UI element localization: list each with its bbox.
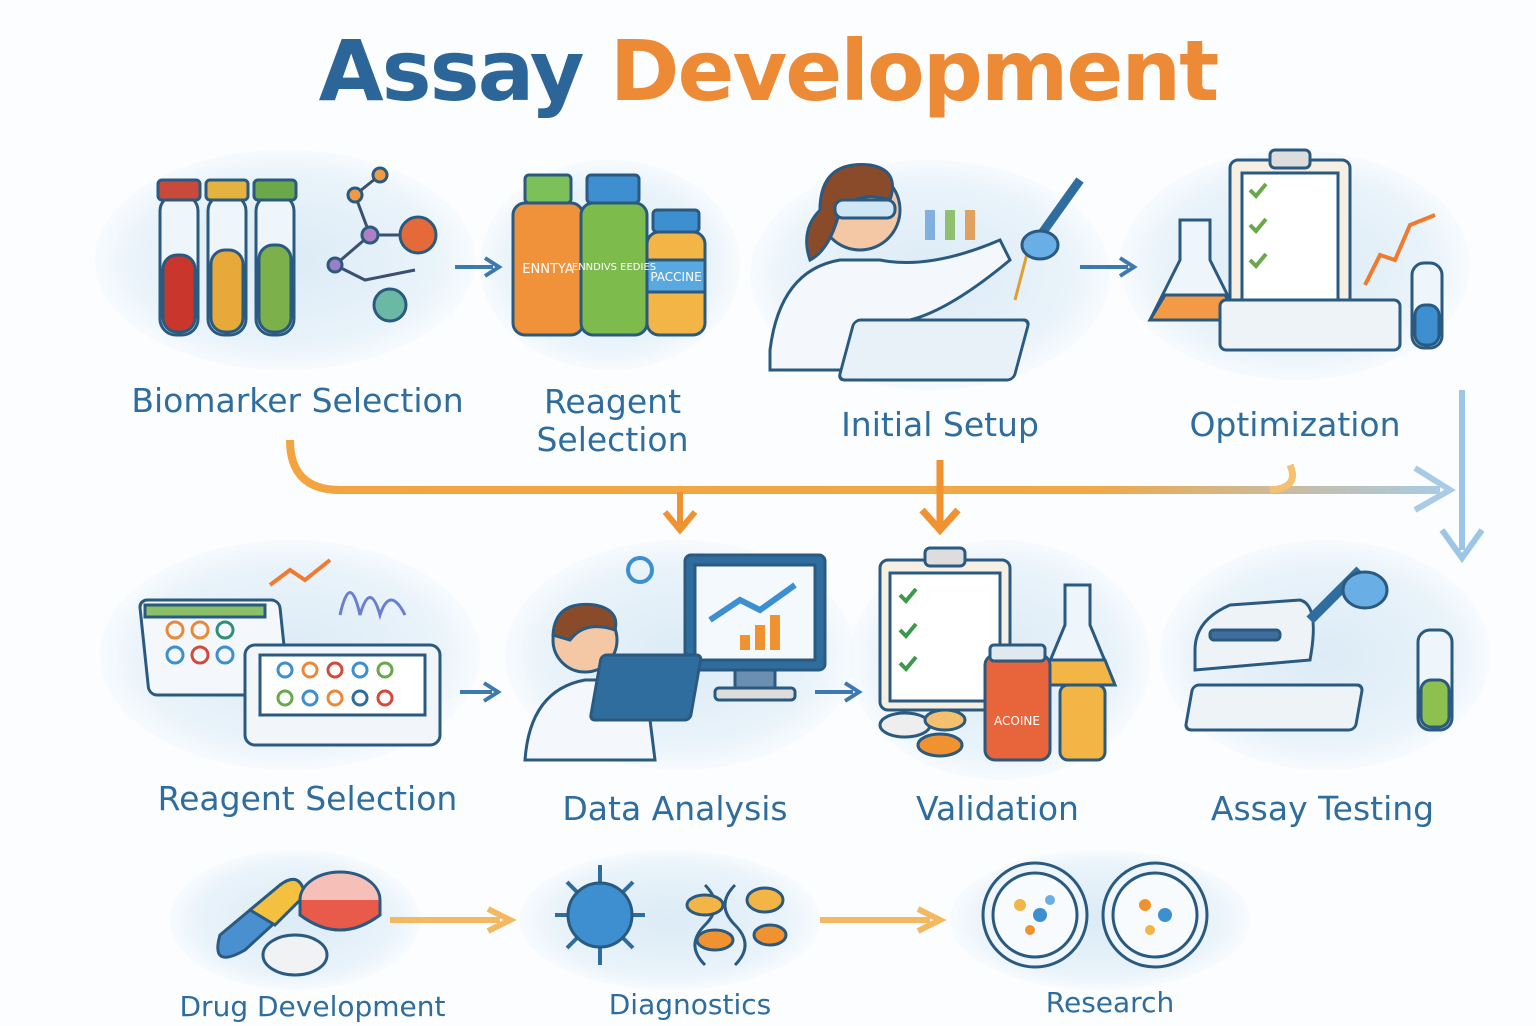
optimization-clipboard-flask-icon	[1147, 148, 1444, 352]
virus-dna-icon	[555, 865, 788, 967]
validation-clipboard-bottles-icon: ACOINE	[878, 546, 1118, 762]
arrow-down-icon	[919, 460, 961, 536]
step-label-reagent-selection-line1: Reagent	[543, 382, 682, 421]
petri-dishes-icon	[981, 861, 1209, 969]
application-label-diagnostics: Diagnostics	[608, 988, 772, 1021]
flow-connector	[286, 390, 1485, 564]
title-development: Development	[609, 22, 1220, 120]
bottle-label: PACCINE	[650, 270, 701, 284]
bottle-label: ENNDIVS EEDIES	[572, 262, 656, 273]
page-title: Assay Development	[0, 22, 1536, 120]
reagent-bottles-icon: ENNTYA ENNDIVS EEDIES PACCINE	[511, 173, 707, 337]
step-label-reagent-selection: Reagent Selection	[157, 779, 458, 818]
flow-line	[286, 439, 1440, 494]
step-label-biomarker-selection: Biomarker Selection	[131, 381, 464, 420]
step-label-optimization: Optimization	[1189, 405, 1401, 444]
data-analysis-computer-icon	[523, 553, 827, 762]
arrow-right-icon	[460, 681, 502, 703]
step-label-assay-testing: Assay Testing	[1210, 789, 1435, 828]
arrow-down-icon	[1439, 390, 1485, 564]
assay-testing-instrument-icon	[1184, 566, 1454, 732]
application-label-drug-development: Drug Development	[179, 990, 446, 1023]
pills-capsule-icon	[216, 870, 382, 977]
step-label-reagent-selection-line2: Selection	[536, 420, 689, 459]
plate-reader-tablet-icon	[138, 558, 442, 747]
step-label-initial-setup: Initial Setup	[841, 405, 1039, 444]
test-tubes-molecule-icon	[156, 166, 438, 337]
arrow-right-icon	[820, 906, 947, 934]
arrow-right-icon	[1413, 465, 1456, 513]
arrow-right-icon	[1080, 256, 1138, 278]
step-label-data-analysis: Data Analysis	[562, 789, 788, 828]
arrow-down-icon	[662, 492, 698, 535]
arrow-right-icon	[815, 681, 863, 703]
arrow-right-icon	[390, 906, 517, 934]
scientist-pipette-icon	[768, 163, 1084, 382]
step-label-validation: Validation	[916, 789, 1079, 828]
application-label-research: Research	[1045, 986, 1175, 1019]
arrow-right-icon	[455, 256, 503, 278]
title-assay: Assay	[318, 22, 585, 120]
bottle-label: ENNTYA	[522, 262, 574, 277]
bottle-label: ACOINE	[994, 714, 1040, 728]
